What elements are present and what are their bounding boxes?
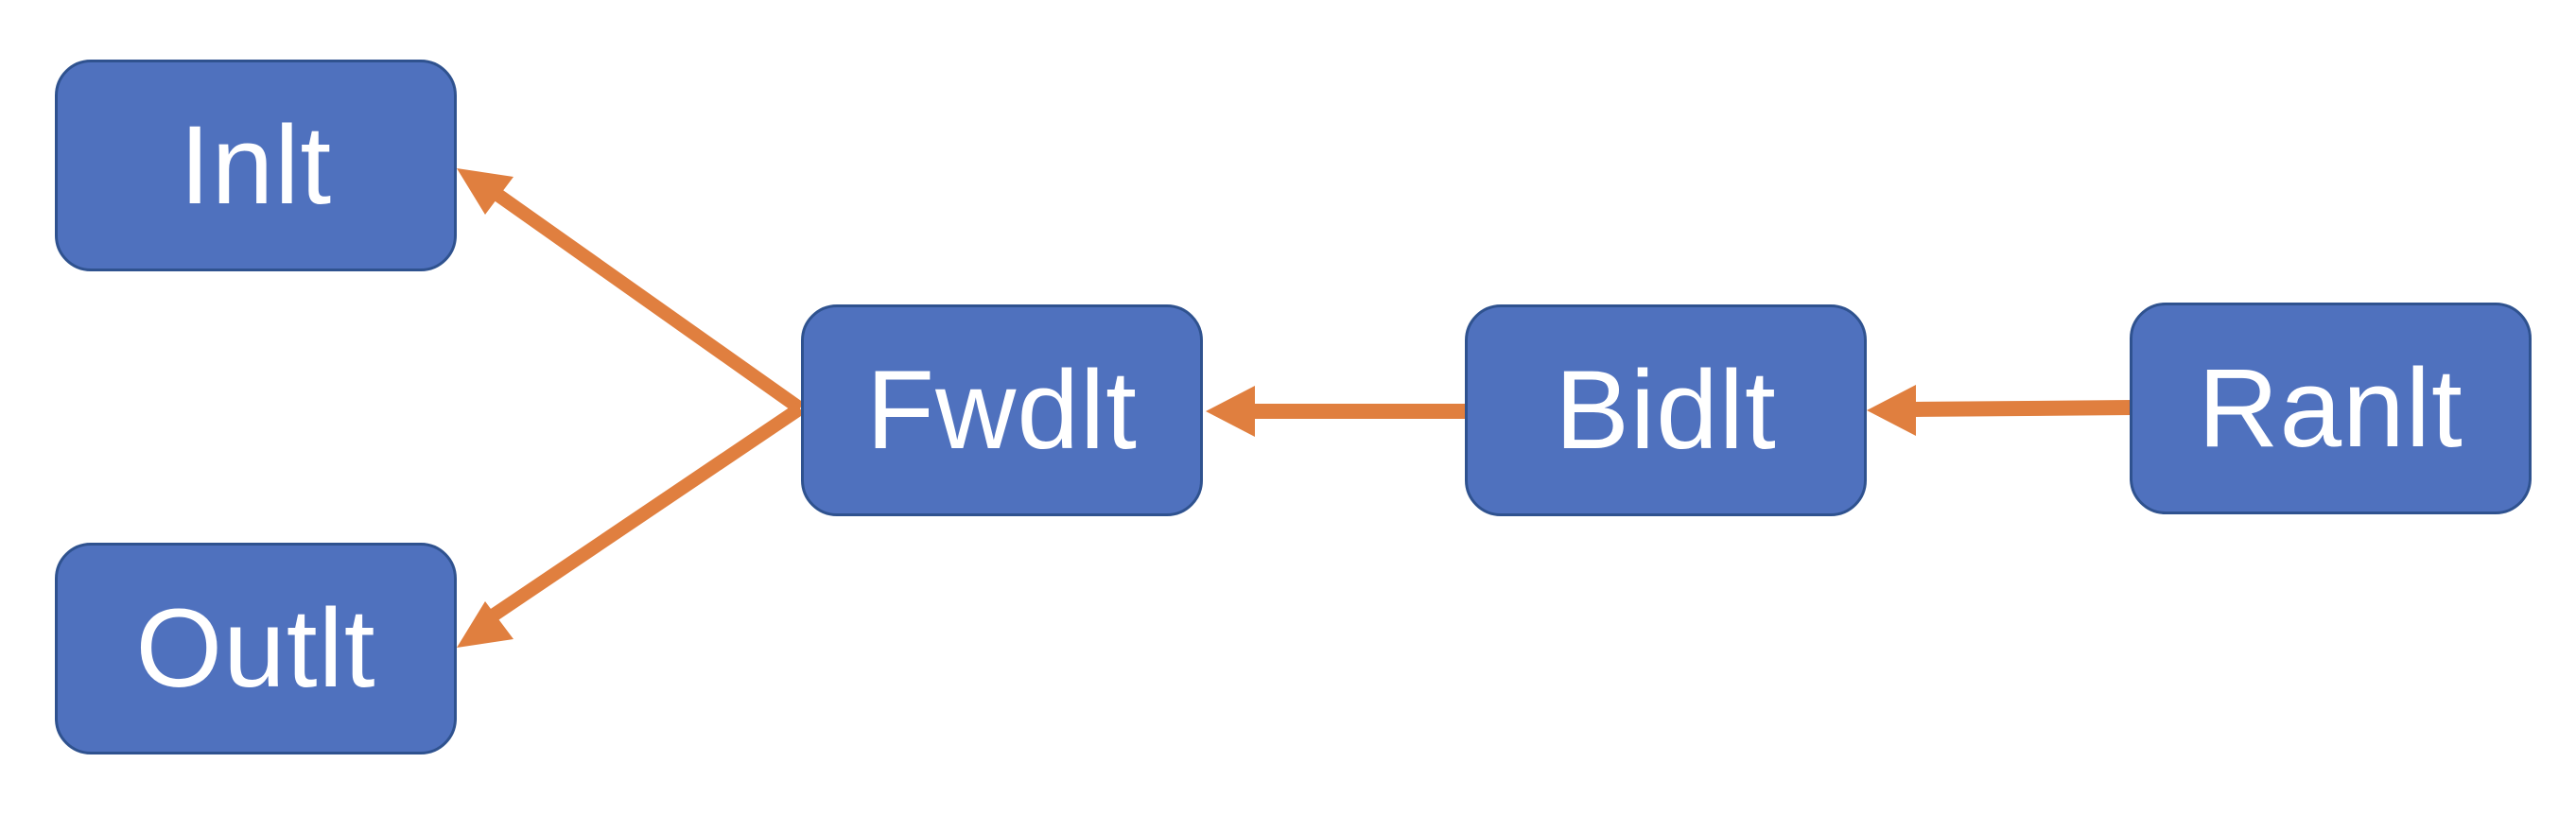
arrowhead-fwdlt: [1206, 386, 1255, 437]
node-fwdlt-label: Fwdlt: [866, 348, 1138, 473]
arrow-bidlt-to-fwdlt: [1253, 404, 1467, 419]
arrow-fwdlt-to-inlt: [477, 177, 804, 414]
node-fwdlt: Fwdlt: [801, 304, 1203, 516]
node-inlt-label: Inlt: [179, 103, 333, 228]
node-bidlt: Bidlt: [1465, 304, 1867, 516]
node-ranlt: Ranlt: [2130, 303, 2532, 514]
node-outlt: Outlt: [55, 543, 457, 754]
arrow-ranlt-to-bidlt: [1914, 400, 2132, 417]
node-bidlt-label: Bidlt: [1555, 348, 1777, 473]
arrow-fwdlt-to-outlt: [477, 403, 804, 630]
node-outlt-label: Outlt: [135, 586, 376, 711]
arrowhead-bidlt: [1867, 385, 1916, 436]
arrowhead-inlt: [457, 168, 513, 215]
node-ranlt-label: Ranlt: [2198, 346, 2463, 471]
node-inlt: Inlt: [55, 60, 457, 271]
arrowhead-outlt: [457, 601, 513, 648]
